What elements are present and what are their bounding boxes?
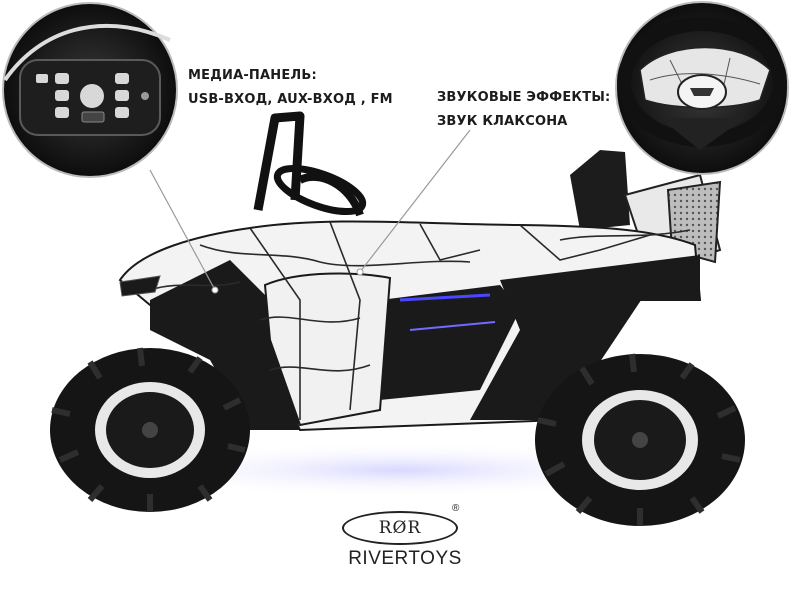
brand-logo-mark: RØR [342, 511, 458, 545]
media-panel-features: USB-ВХОД, AUX-ВХОД , FM [188, 92, 393, 107]
rear-wheel [535, 353, 745, 526]
registered-mark: ® [452, 503, 460, 514]
sound-effects-features: ЗВУК КЛАКСОНА [437, 114, 568, 129]
led-strip [399, 293, 491, 302]
front-wheel [50, 347, 250, 512]
media-panel-caption: МЕДИА-ПАНЕЛЬ: USB-ВХОД, AUX-ВХОД , FM [188, 64, 393, 112]
sound-effects-title: ЗВУКОВЫЕ ЭФФЕКТЫ: [437, 90, 611, 105]
brand-name: RIVERTOYS [348, 548, 462, 569]
roll-bar [253, 111, 367, 217]
media-panel-title: МЕДИА-ПАНЕЛЬ: [188, 68, 317, 83]
media-panel-inset [2, 2, 178, 178]
horn-pointer-line [359, 129, 471, 273]
media-pointer-line [149, 169, 216, 291]
usb-port-icon [36, 74, 48, 83]
car-body [118, 220, 702, 432]
sound-effects-caption: ЗВУКОВЫЕ ЭФФЕКТЫ: ЗВУК КЛАКСОНА [437, 86, 610, 134]
steering-wheel-inset [615, 1, 789, 175]
